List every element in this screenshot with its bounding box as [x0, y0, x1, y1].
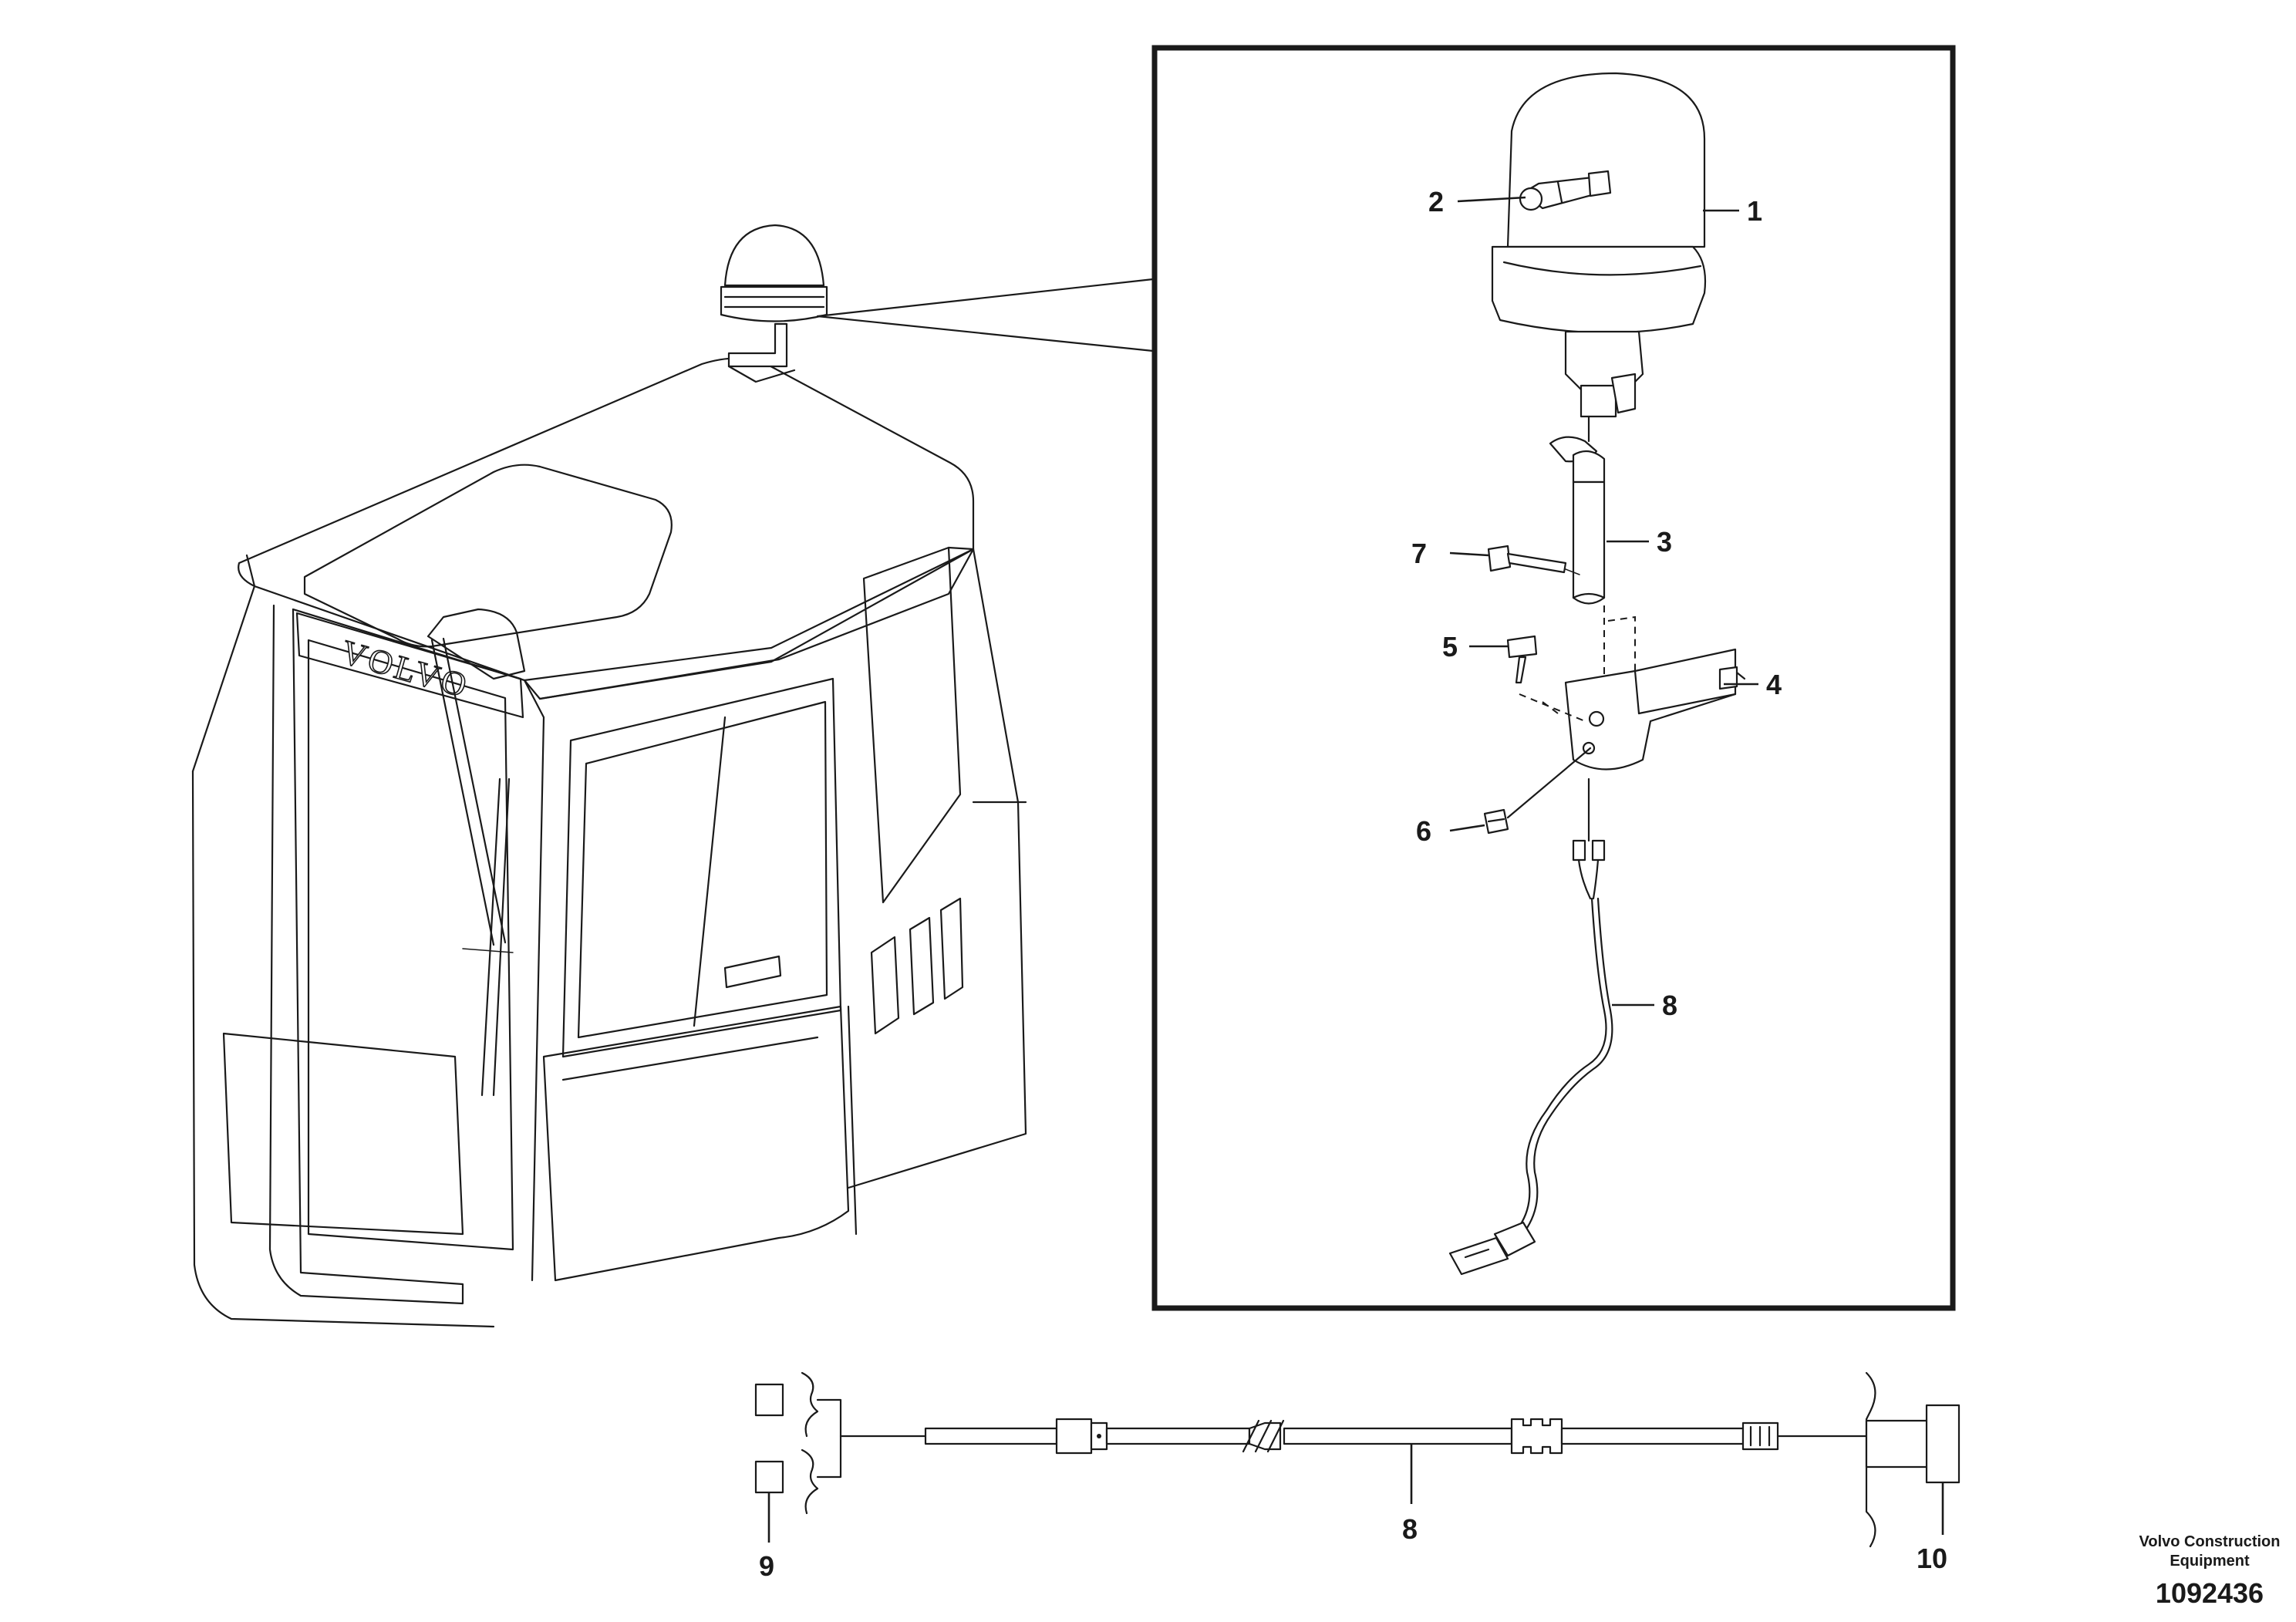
- part-6-nut: [1483, 808, 1509, 835]
- inset-detail: 2 1 3 7 4 5 6 8: [1151, 45, 1956, 1311]
- callout-4: 4: [1766, 669, 1782, 700]
- cab-illustration: VOLVO: [191, 357, 1027, 1328]
- drawing-footer: Volvo Construction Equipment 1092436: [2139, 1533, 2281, 1609]
- company-name-line2: Equipment: [2170, 1553, 2250, 1570]
- callout-10: 10: [1917, 1543, 1947, 1574]
- callout-9: 9: [759, 1550, 774, 1582]
- zoom-wedge: [816, 278, 1155, 352]
- callout-1: 1: [1747, 195, 1762, 227]
- wiring-schematic: 9 8 10: [754, 1371, 1961, 1582]
- schematic-connector-upper: [754, 1383, 784, 1417]
- callout-8-inset: 8: [1662, 990, 1677, 1021]
- part-4-bracket: [1564, 648, 1746, 771]
- drawing-number: 1092436: [2156, 1577, 2264, 1609]
- part-5-screw: [1506, 635, 1538, 684]
- callout-2: 2: [1428, 186, 1444, 218]
- schematic-connector-lower: [754, 1460, 784, 1494]
- company-name-line1: Volvo Construction: [2139, 1533, 2281, 1550]
- part-3-tube: [1549, 436, 1606, 605]
- part-8-harness: [1448, 777, 1613, 1276]
- callout-3: 3: [1657, 526, 1672, 558]
- callout-6: 6: [1416, 815, 1431, 847]
- callout-8-schematic: 8: [1402, 1513, 1418, 1545]
- callout-5: 5: [1442, 631, 1458, 663]
- callout-7: 7: [1411, 538, 1427, 569]
- part-2-bulb: [1519, 170, 1612, 211]
- part-7-bolt: [1487, 545, 1567, 574]
- beacon-on-cab: [720, 224, 828, 383]
